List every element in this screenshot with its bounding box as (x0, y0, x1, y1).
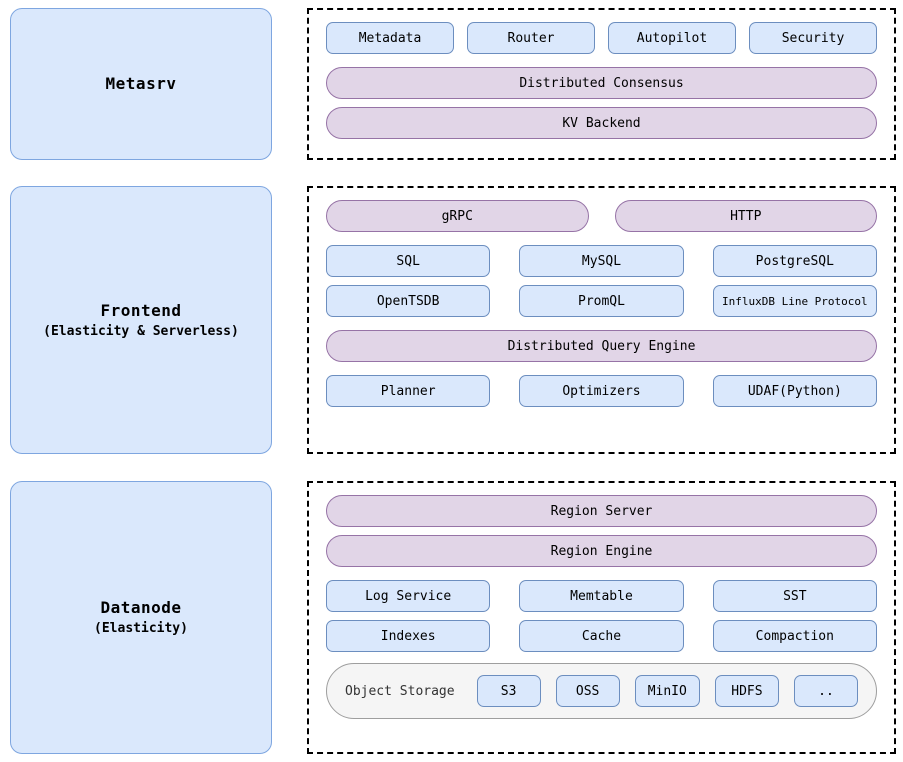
node-distributed-consensus[interactable]: Distributed Consensus (326, 67, 877, 99)
node-compaction[interactable]: Compaction (712, 620, 877, 652)
role-subtitle-datanode: (Elasticity) (94, 621, 188, 637)
object-storage-label: Object Storage (345, 683, 455, 699)
node-metadata[interactable]: Metadata (326, 22, 454, 54)
node-promql[interactable]: PromQL (519, 285, 684, 317)
node-mysql[interactable]: MySQL (519, 245, 684, 277)
datanode-region-server-row: Region Server (326, 495, 877, 527)
component-group-frontend: gRPC HTTP SQL MySQL PostgreSQL OpenTSDB … (307, 186, 896, 454)
frontend-query-languages-row-1: SQL MySQL PostgreSQL (326, 245, 877, 277)
frontend-query-engine-row: Distributed Query Engine (326, 330, 877, 362)
role-title-frontend: Frontend (100, 300, 182, 320)
node-planner[interactable]: Planner (326, 375, 491, 407)
datanode-storage-components-row-1: Log Service Memtable SST (326, 580, 877, 612)
node-postgresql[interactable]: PostgreSQL (712, 245, 877, 277)
section-metasrv: Metasrv Metadata Router Autopilot Securi… (0, 8, 903, 160)
node-memtable[interactable]: Memtable (519, 580, 684, 612)
frontend-engine-internals-row: Planner Optimizers UDAF(Python) (326, 375, 877, 407)
node-sst[interactable]: SST (712, 580, 877, 612)
frontend-query-languages-row-2: OpenTSDB PromQL InfluxDB Line Protocol (326, 285, 877, 317)
role-panel-datanode[interactable]: Datanode (Elasticity) (10, 481, 272, 754)
node-log-service[interactable]: Log Service (326, 580, 491, 612)
node-optimizers[interactable]: Optimizers (519, 375, 684, 407)
section-frontend: Frontend (Elasticity & Serverless) gRPC … (0, 186, 903, 454)
node-oss[interactable]: OSS (555, 675, 620, 707)
role-panel-metasrv[interactable]: Metasrv (10, 8, 272, 160)
datanode-storage-components-row-2: Indexes Cache Compaction (326, 620, 877, 652)
node-udaf-python[interactable]: UDAF(Python) (712, 375, 877, 407)
metasrv-consensus-row: Distributed Consensus (326, 67, 877, 99)
datanode-region-engine-row: Region Engine (326, 535, 877, 567)
object-storage-backends: S3 OSS MinIO HDFS .. (476, 675, 858, 707)
node-kv-backend[interactable]: KV Backend (326, 107, 877, 139)
node-hdfs[interactable]: HDFS (714, 675, 779, 707)
frontend-protocol-row: gRPC HTTP (326, 200, 877, 232)
node-opentsdb[interactable]: OpenTSDB (326, 285, 491, 317)
node-minio[interactable]: MinIO (634, 675, 700, 707)
node-influxdb-line-protocol[interactable]: InfluxDB Line Protocol (712, 285, 877, 317)
metasrv-services-row: Metadata Router Autopilot Security (326, 22, 877, 54)
component-group-metasrv: Metadata Router Autopilot Security Distr… (307, 8, 896, 160)
role-title-datanode: Datanode (100, 598, 182, 618)
node-router[interactable]: Router (467, 22, 595, 54)
role-title-metasrv: Metasrv (105, 74, 177, 94)
role-panel-frontend[interactable]: Frontend (Elasticity & Serverless) (10, 186, 272, 454)
node-more-storage[interactable]: .. (793, 675, 858, 707)
node-autopilot[interactable]: Autopilot (608, 22, 736, 54)
node-http[interactable]: HTTP (614, 200, 877, 232)
node-grpc[interactable]: gRPC (326, 200, 589, 232)
node-distributed-query-engine[interactable]: Distributed Query Engine (326, 330, 877, 362)
node-security[interactable]: Security (749, 22, 877, 54)
node-sql[interactable]: SQL (326, 245, 491, 277)
node-region-engine[interactable]: Region Engine (326, 535, 877, 567)
node-s3[interactable]: S3 (476, 675, 541, 707)
node-cache[interactable]: Cache (519, 620, 684, 652)
section-datanode: Datanode (Elasticity) Region Server Regi… (0, 481, 903, 754)
object-storage-strip: Object Storage S3 OSS MinIO HDFS .. (326, 663, 877, 719)
component-group-datanode: Region Server Region Engine Log Service … (307, 481, 896, 754)
metasrv-kv-row: KV Backend (326, 107, 877, 139)
node-region-server[interactable]: Region Server (326, 495, 877, 527)
node-indexes[interactable]: Indexes (326, 620, 491, 652)
role-subtitle-frontend: (Elasticity & Serverless) (43, 323, 239, 339)
